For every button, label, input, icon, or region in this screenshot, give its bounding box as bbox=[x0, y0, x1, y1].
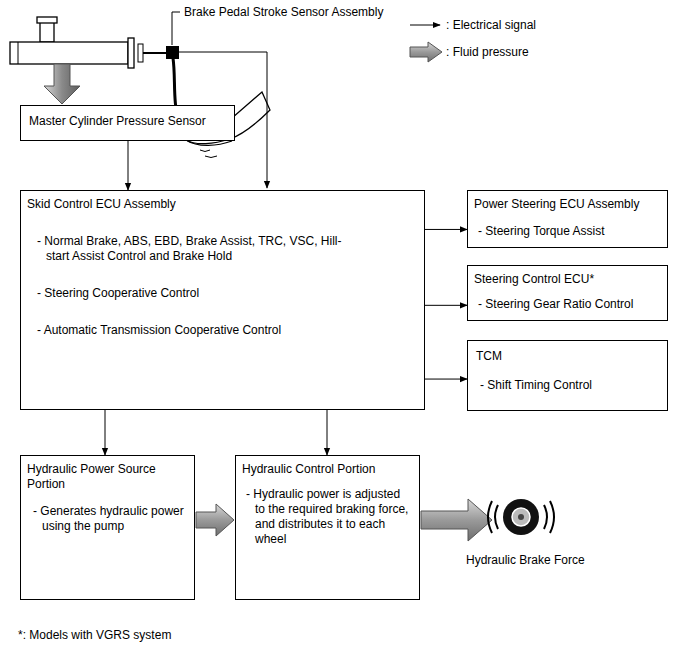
process-box: Hydraulic Control Portion - Hydraulic pow… bbox=[235, 455, 420, 600]
process-box: Hydraulic Power Source Portion - Generate… bbox=[20, 455, 195, 600]
fluid-arrow bbox=[44, 64, 80, 104]
signal-arrow bbox=[105, 410, 106, 455]
wheel-icon bbox=[488, 499, 554, 535]
box-heading: Master Cylinder Pressure Sensor bbox=[29, 114, 226, 129]
box-description: - Generates hydraulic power using the pu… bbox=[33, 504, 188, 534]
box-description: - Automatic Transmission Cooperative Con… bbox=[37, 323, 346, 338]
legend-sample-fluid bbox=[410, 42, 442, 62]
box-description: - Normal Brake, ABS, EBD, Brake Assist, … bbox=[37, 234, 346, 264]
signal-arrow bbox=[327, 410, 328, 455]
box-description: - Shift Timing Control bbox=[480, 378, 659, 393]
box-heading: Power Steering ECU Assembly bbox=[474, 197, 661, 212]
box-heading: Hydraulic Control Portion bbox=[242, 462, 413, 477]
process-box: Power Steering ECU Assembly - Steering To… bbox=[467, 190, 668, 248]
signal-arrow bbox=[128, 141, 129, 190]
signal-arrow bbox=[425, 229, 467, 230]
part-label: Hydraulic Brake Force bbox=[466, 553, 585, 568]
leader-line bbox=[172, 12, 180, 45]
fluid-arrow bbox=[421, 499, 492, 541]
signal-arrow bbox=[425, 379, 467, 380]
process-box: Master Cylinder Pressure Sensor bbox=[20, 105, 235, 141]
legend-text: : Electrical signal bbox=[446, 18, 536, 33]
fluid-arrow bbox=[196, 504, 234, 536]
process-box: TCM - Shift Timing Control bbox=[467, 340, 668, 411]
process-box: Steering Control ECU* - Steering Gear Rat… bbox=[467, 265, 668, 321]
legend-sample-line bbox=[410, 25, 440, 26]
signal-arrow bbox=[425, 305, 467, 306]
stroke-sensor bbox=[166, 46, 179, 59]
box-heading: Hydraulic Power Source Portion bbox=[27, 462, 188, 492]
ecu-box: Skid Control ECU Assembly - Normal Brake,… bbox=[20, 190, 425, 410]
box-description: - Steering Cooperative Control bbox=[37, 286, 346, 301]
box-description: - Steering Gear Ratio Control bbox=[478, 297, 661, 312]
box-description: - Steering Torque Assist bbox=[478, 224, 661, 239]
part-label: Brake Pedal Stroke Sensor Assembly bbox=[184, 5, 383, 20]
box-heading: Skid Control ECU Assembly bbox=[27, 197, 418, 212]
box-heading: Steering Control ECU* bbox=[474, 272, 661, 287]
legend-text: : Fluid pressure bbox=[446, 45, 529, 60]
box-description: - Hydraulic power is adjusted to the req… bbox=[246, 487, 413, 547]
box-heading: TCM bbox=[476, 349, 659, 364]
footnote: *: Models with VGRS system bbox=[18, 628, 171, 643]
master-cylinder bbox=[10, 17, 168, 68]
